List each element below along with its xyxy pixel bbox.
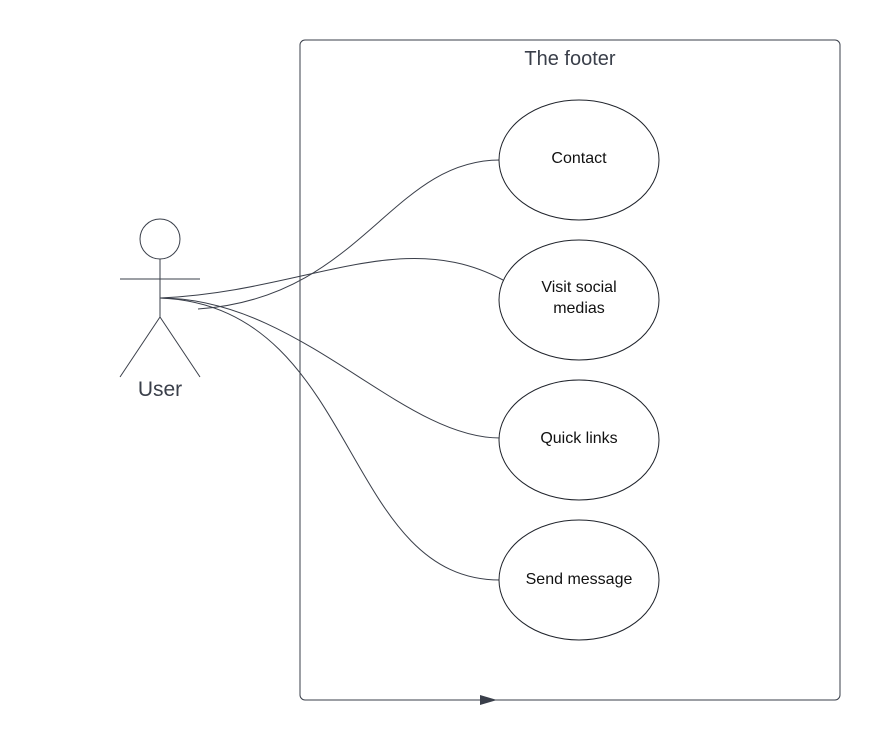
- actor-head: [139, 218, 181, 260]
- use-case-ellipse: [498, 379, 660, 501]
- use-case-ellipse: [498, 239, 660, 361]
- connector-contact[interactable]: [197, 159, 501, 310]
- use-case-visit-social-medias[interactable]: Visit social medias: [498, 239, 660, 361]
- use-case-label: Send message: [526, 571, 633, 588]
- actor-user[interactable]: User: [119, 218, 201, 401]
- system-boundary[interactable]: [299, 39, 841, 701]
- use-case-label-line-1: Visit social: [541, 279, 616, 296]
- use-case-label-line-2: medias: [553, 300, 605, 317]
- use-case-contact[interactable]: Contact: [498, 99, 660, 221]
- connector-visit-social-medias[interactable]: [159, 257, 504, 299]
- actor-left-leg: [119, 316, 161, 378]
- use-case-label: Quick links: [540, 430, 617, 447]
- connector-send-message[interactable]: [159, 297, 501, 581]
- use-case-ellipse: [498, 99, 660, 221]
- arrowhead-icon: [480, 695, 497, 705]
- actor-right-leg: [159, 316, 201, 378]
- connector-quick-links[interactable]: [159, 297, 501, 439]
- use-case-ellipse: [498, 519, 660, 641]
- use-case-label: Contact: [551, 150, 607, 167]
- use-case-quick-links[interactable]: Quick links: [498, 379, 660, 501]
- use-case-send-message[interactable]: Send message: [498, 519, 660, 641]
- actor-label: User: [138, 378, 182, 401]
- system-boundary-title: The footer: [524, 48, 616, 70]
